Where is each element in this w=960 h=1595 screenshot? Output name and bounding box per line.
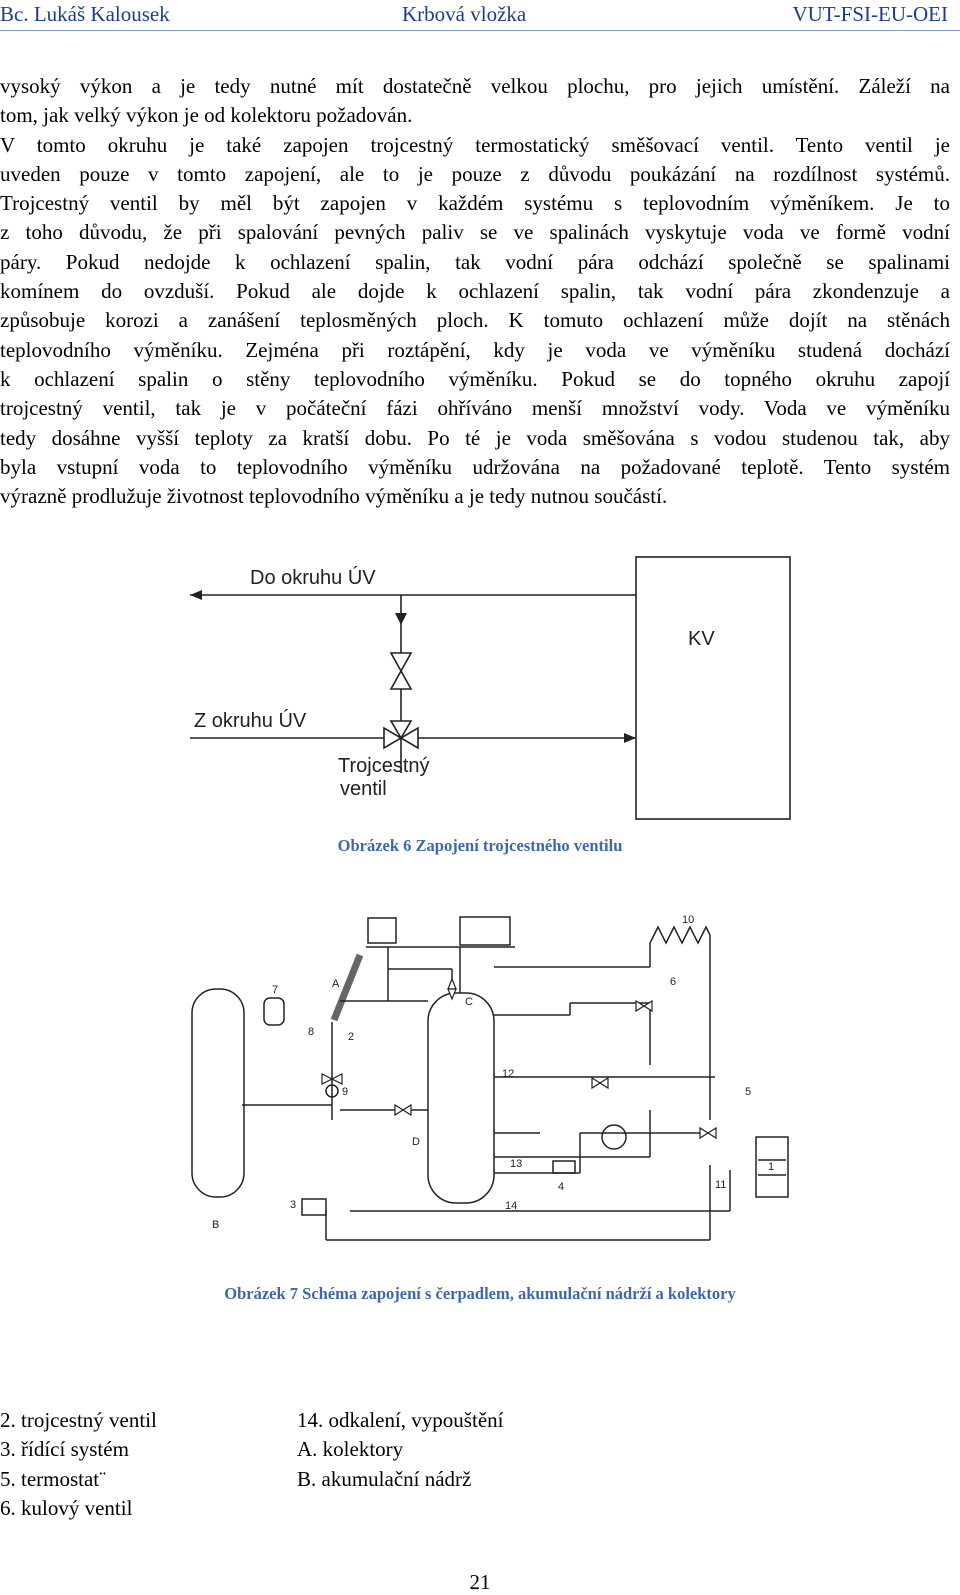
legend-item: 2. trojcestný ventil [0,1408,157,1432]
label-13: 13 [510,1158,522,1170]
label-do-okruhu: Do okruhu ÚV [250,566,376,589]
figure6-diagram: Do okruhu ÚV Z okruhu ÚV Trojcestný vent… [190,556,791,820]
legend-right: 14. odkalení, vypouštění A. kolektory B.… [297,1406,503,1494]
header-author: Bc. Lukáš Kalousek [0,2,170,26]
expansion-vessel [263,997,285,1026]
kv-box [635,556,791,820]
header-title: Krbová vložka [402,2,527,26]
page-number: 21 [469,1570,491,1594]
collector-panel [330,953,364,1022]
page-header: Bc. Lukáš Kalousek Krbová vložka VUT-FSI… [0,0,960,28]
arrowheads [190,590,636,743]
label-4: 4 [558,1181,564,1193]
label-10: 10 [682,914,694,926]
legend-item: 14. odkalení, vypouštění [297,1408,504,1432]
label-3: 3 [290,1199,296,1211]
pump-4 [552,1160,576,1174]
label-trojcestny: Trojcestný [338,755,430,777]
label-kv: KV [688,628,715,650]
figure7-diagram: 1 2 3 4 5 6 7 8 9 10 11 12 13 14 A B C D [191,914,789,1241]
legend-item: 6. kulový ventil [0,1496,133,1521]
body-line: tedy dosáhne vyšší teploty za kratší dob… [0,425,950,450]
body-line: V tomto okruhu je také zapojen trojcestn… [0,132,950,157]
legend-item: 5. termostat¨ [0,1466,107,1491]
label-z-okruhu: Z okruhu ÚV [194,709,307,732]
header-rule [0,30,960,31]
label-11: 11 [715,1179,726,1191]
legend-item: A. kolektory [297,1437,404,1462]
label-5: 5 [745,1086,751,1098]
three-way-valve-icon [383,720,419,750]
body-line: komínem do ovzduší. Pokud ale dojde k oc… [0,279,950,304]
body-line: z toho důvodu, že při spalování pevných … [0,220,950,245]
label-a: A [332,978,340,990]
boiler-unit [755,1136,789,1198]
label-ventil: ventil [340,778,387,800]
legend-left: 2. trojcestný ventil 3. řídící systém 5.… [0,1406,157,1524]
label-9: 9 [342,1086,348,1098]
label-d: D [412,1136,420,1148]
control-unit [301,1198,327,1216]
label-b: B [212,1219,219,1231]
body-line: výrazně prodlužuje životnost teplovodníh… [0,484,668,509]
body-line: teplovodního výměníku. Zejména při roztá… [0,337,950,362]
label-1: 1 [768,1161,774,1173]
top-box [459,916,511,946]
expansion-vessel-6 [601,1124,627,1150]
header-school: VUT-FSI-EU-OEI [792,2,948,26]
accumulation-tank [191,988,245,1198]
body-line: tom, jak velký výkon je od kolektoru pož… [0,103,413,128]
body-line: k ochlazení spalin o stěny teplovodního … [0,366,950,391]
label-12: 12 [502,1068,514,1080]
label-7: 7 [272,984,278,996]
body-line: trojcestný ventil, tak je v počáteční fá… [0,396,950,421]
body-line: uveden pouze v tomto zapojení, ale to je… [0,161,950,186]
boiler-tank [427,992,495,1204]
legend-item: 3. řídící systém [0,1437,129,1462]
label-8: 8 [308,1026,314,1038]
figure6-caption: Obrázek 6 Zapojení trojcestného ventilu [337,836,623,855]
body-line: páry. Pokud nedojde k ochlazení spalin, … [0,249,950,274]
valve-symbols [321,977,717,1140]
legend-item: B. akumulační nádrž [297,1466,472,1491]
radiator-coil [649,925,711,945]
body-line: byla vstupní voda to teplovodního výmění… [0,454,950,479]
valve-icon [389,652,413,690]
body-line: způsobuje korozi a zanášení teplosměných… [0,308,950,333]
label-14: 14 [505,1200,517,1212]
body-line: vysoký výkon a je tedy nutné mít dostate… [0,74,950,98]
label-c: C [465,996,473,1008]
label-6: 6 [670,976,676,988]
figure7-caption: Obrázek 7 Schéma zapojení s čerpadlem, a… [224,1284,736,1303]
body-line: Trojcestný ventil by měl být zapojen v k… [0,191,950,216]
control-box [367,917,397,944]
pump-9 [325,1084,339,1098]
diagram-labels: 1 2 3 4 5 6 7 8 9 10 11 12 13 14 A B C D [212,914,774,1231]
body-paragraph: vysoký výkon a je tedy nutné mít dostate… [0,72,950,511]
label-2: 2 [348,1031,354,1043]
